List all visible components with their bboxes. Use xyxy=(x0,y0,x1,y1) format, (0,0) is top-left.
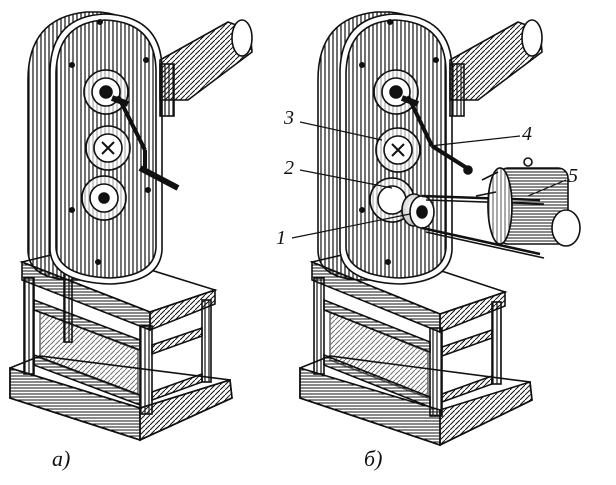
machine-b-pulley xyxy=(401,193,435,229)
callout-1: 1 xyxy=(276,227,286,249)
machine-a-funnel xyxy=(159,19,253,117)
callout-leaders xyxy=(291,121,567,239)
caption-a: а) xyxy=(52,446,70,471)
callout-2: 2 xyxy=(284,157,294,179)
callout-4: 4 xyxy=(522,123,532,145)
callout-3: 3 xyxy=(283,107,294,129)
leader-4 xyxy=(429,135,521,147)
machine-a-crank xyxy=(110,95,180,191)
machine-b-crank xyxy=(400,95,473,175)
leader-1 xyxy=(291,213,411,239)
machine-a xyxy=(9,11,253,442)
machine-a-gears xyxy=(81,69,131,221)
leader-3 xyxy=(299,121,383,141)
machine-b-funnel xyxy=(449,19,543,117)
machine-b-motor xyxy=(475,157,581,247)
machine-b xyxy=(299,11,581,447)
leader-5 xyxy=(527,179,567,197)
leader-2 xyxy=(299,169,393,189)
callout-5: 5 xyxy=(568,165,578,187)
caption-b: б) xyxy=(364,446,382,471)
